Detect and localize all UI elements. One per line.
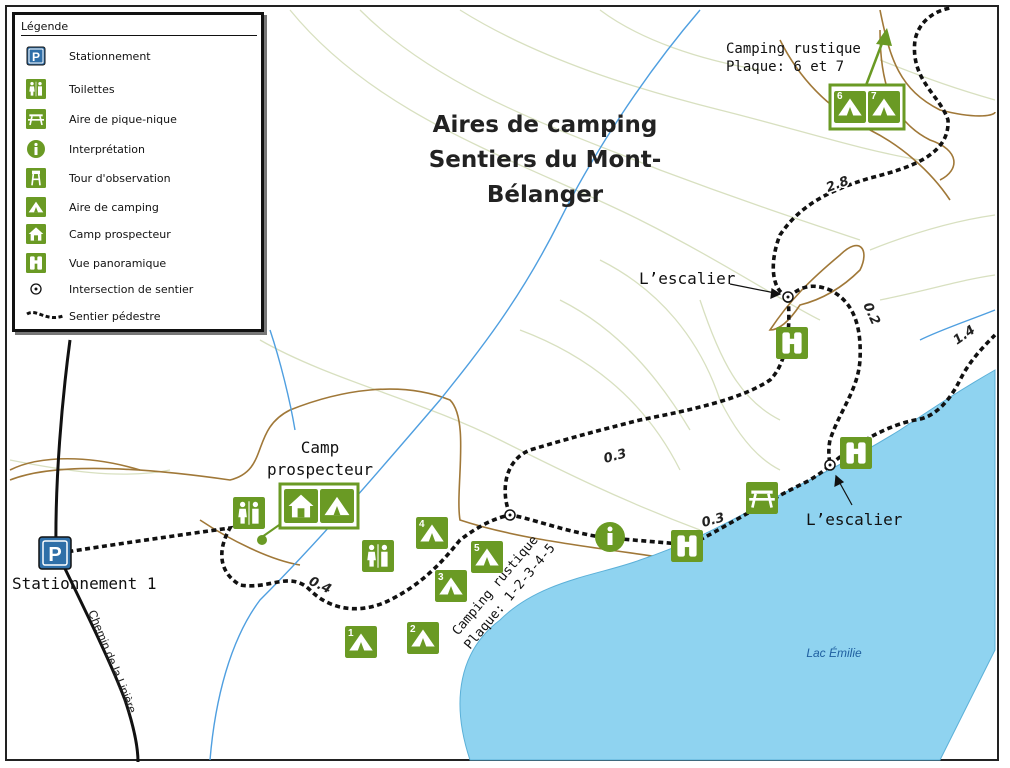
legend-panel: Légende P Stationnement Toilettes Aire d… <box>12 12 264 332</box>
intersection-icon <box>25 279 47 299</box>
site-number-7: 7 <box>871 91 877 102</box>
lake-label: Lac Émilie <box>806 645 862 660</box>
toilets-icon <box>233 497 265 529</box>
parking-icon[interactable]: P <box>38 536 72 570</box>
binoculars-icon <box>671 530 703 562</box>
info-icon <box>595 522 625 552</box>
camp-prospecteur-group <box>278 482 360 530</box>
camp-prospecteur-point <box>257 535 267 545</box>
legend-item-camp-prospecteur: Camp prospecteur <box>25 223 171 245</box>
tent-icon <box>320 489 354 523</box>
binoculars-icon <box>25 253 47 273</box>
map-title-line1: Aires de camping <box>432 112 658 138</box>
parking-icon: P <box>25 46 47 66</box>
legend-item-info: Interprétation <box>25 138 145 160</box>
escalier-label-top: L’escalier <box>639 269 736 288</box>
map-title: Aires de camping Sentiers du Mont-Bélang… <box>380 108 710 213</box>
topo-contours-light <box>9 9 996 531</box>
binoculars-icon <box>776 327 808 359</box>
rivers <box>209 9 996 761</box>
picnic-icon <box>25 109 47 129</box>
camping-rustique-ne-label: Camping rustique Plaque: 6 et 7 <box>726 41 861 75</box>
legend-item-tower: Tour d'observation <box>25 167 171 189</box>
camping-ne-arrow <box>863 28 892 89</box>
distance-label: 0.3 <box>700 510 726 530</box>
toilets-icon <box>362 540 394 572</box>
legend-item-parking: P Stationnement <box>25 45 151 67</box>
house-icon <box>25 224 47 244</box>
info-icon <box>25 139 47 159</box>
camp-prospecteur-label: Camp prospecteur <box>267 438 373 479</box>
site-number-1: 1 <box>348 628 354 639</box>
svg-text:P: P <box>48 544 61 566</box>
legend-item-trail: Sentier pédestre <box>25 305 160 327</box>
tent-icon <box>25 197 47 217</box>
legend-item-toilets: Toilettes <box>25 78 115 100</box>
site-number-4: 4 <box>419 519 425 530</box>
svg-text:P: P <box>32 50 40 64</box>
legend-item-camping: Aire de camping <box>25 196 159 218</box>
escalier-arrows <box>729 283 853 506</box>
binoculars-icon <box>840 437 872 469</box>
site-number-5: 5 <box>474 543 480 554</box>
road-chemin-de-la-liniere <box>54 339 140 763</box>
escalier-label-bottom: L’escalier <box>806 510 903 529</box>
trail-icon <box>25 306 65 326</box>
legend-title: Légende <box>21 19 257 36</box>
map-title-line2: Sentiers du Mont-Bélanger <box>428 147 662 208</box>
parking-label: Stationnement 1 <box>12 574 157 593</box>
legend-item-intersection: Intersection de sentier <box>25 278 193 300</box>
picnic-icon <box>746 482 778 514</box>
tower-icon <box>25 168 47 188</box>
trail-intersections <box>504 291 836 521</box>
toilets-icon <box>25 79 47 99</box>
trails <box>59 6 997 611</box>
legend-item-panoramic: Vue panoramique <box>25 252 166 274</box>
site-number-3: 3 <box>438 572 444 583</box>
site-numbers: 1 2 3 4 5 6 7 <box>348 91 877 639</box>
legend-item-picnic: Aire de pique-nique <box>25 108 177 130</box>
house-icon <box>284 489 318 523</box>
site-number-2: 2 <box>410 624 416 635</box>
site-number-6: 6 <box>837 91 843 102</box>
camping-rustique-ne-icons <box>828 83 906 131</box>
